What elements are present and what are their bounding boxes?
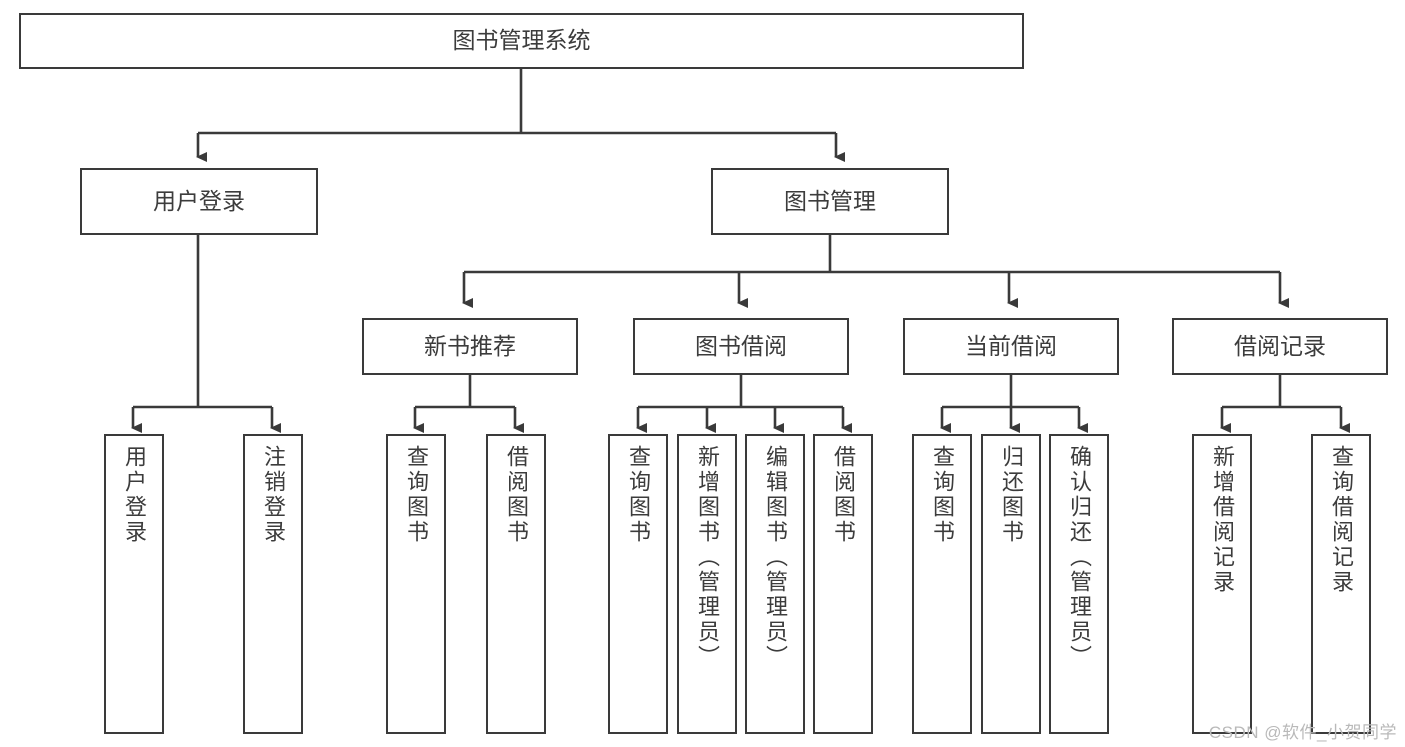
node-book-management-system[interactable]: 图书管理系统 — [19, 13, 1024, 69]
node-label: 查询借阅记录 — [1328, 445, 1354, 595]
node-label: 图书管理 — [784, 187, 876, 214]
node-borrow-record[interactable]: 借阅记录 — [1172, 318, 1388, 375]
leaf-query-borrow-record[interactable]: 查询借阅记录 — [1311, 434, 1371, 734]
node-label: 归还图书 — [998, 445, 1024, 545]
leaf-add-book-admin[interactable]: 新增图书（管理员） — [677, 434, 737, 734]
leaf-logout[interactable]: 注销登录 — [243, 434, 303, 734]
node-label: 注销登录 — [260, 445, 286, 545]
node-label: 查询图书 — [625, 445, 651, 545]
node-label: 新增图书（管理员） — [694, 445, 720, 670]
node-current-borrow[interactable]: 当前借阅 — [903, 318, 1119, 375]
leaf-edit-book-admin[interactable]: 编辑图书（管理员） — [745, 434, 805, 734]
leaf-return-book[interactable]: 归还图书 — [981, 434, 1041, 734]
node-label: 图书管理系统 — [452, 27, 591, 54]
csdn-watermark: CSDN @软件_小贺同学 — [1208, 723, 1397, 742]
node-user-login[interactable]: 用户登录 — [80, 168, 318, 235]
node-label: 查询图书 — [403, 445, 429, 545]
node-label: 查询图书 — [929, 445, 955, 545]
node-label: 新书推荐 — [424, 332, 516, 359]
node-label: 编辑图书（管理员） — [762, 445, 788, 670]
node-label: 用户登录 — [121, 445, 147, 545]
node-book-borrow[interactable]: 图书借阅 — [633, 318, 849, 375]
leaf-user-login[interactable]: 用户登录 — [104, 434, 164, 734]
leaf-borrow-book-newbook[interactable]: 借阅图书 — [486, 434, 546, 734]
node-book-management[interactable]: 图书管理 — [711, 168, 949, 235]
node-label: 借阅记录 — [1234, 332, 1326, 359]
node-label: 图书借阅 — [695, 332, 787, 359]
node-new-book-recommend[interactable]: 新书推荐 — [362, 318, 578, 375]
node-label: 新增借阅记录 — [1209, 445, 1235, 595]
leaf-borrow-book[interactable]: 借阅图书 — [813, 434, 873, 734]
leaf-add-borrow-record[interactable]: 新增借阅记录 — [1192, 434, 1252, 734]
node-label: 当前借阅 — [965, 332, 1057, 359]
node-label: 确认归还（管理员） — [1066, 445, 1092, 670]
leaf-confirm-return-admin[interactable]: 确认归还（管理员） — [1049, 434, 1109, 734]
node-label: 用户登录 — [153, 187, 245, 214]
node-label: 借阅图书 — [503, 445, 529, 545]
node-label: 借阅图书 — [830, 445, 856, 545]
leaf-query-book-borrow[interactable]: 查询图书 — [608, 434, 668, 734]
leaf-query-book-current[interactable]: 查询图书 — [912, 434, 972, 734]
leaf-query-book-newbook[interactable]: 查询图书 — [386, 434, 446, 734]
